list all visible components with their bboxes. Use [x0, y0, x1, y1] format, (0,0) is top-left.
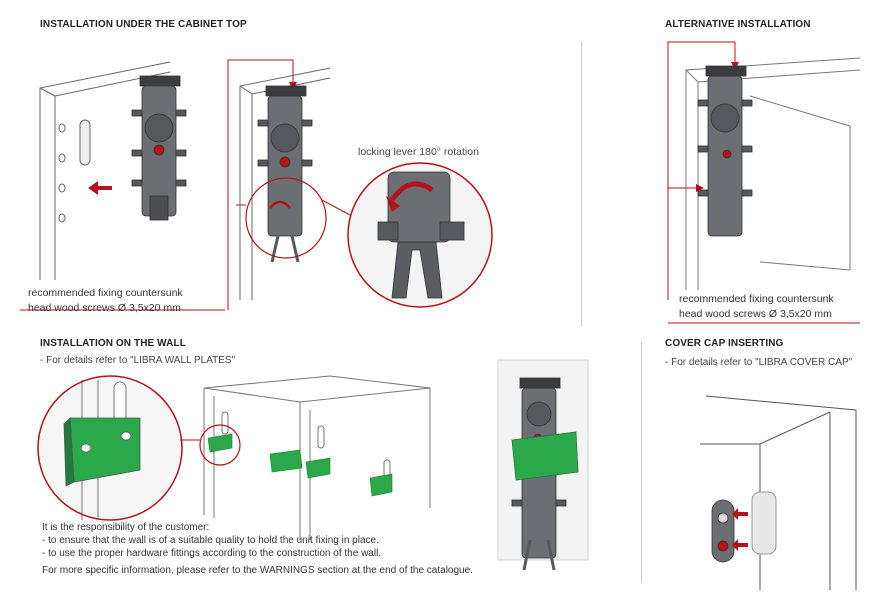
wall-plates-note: - For details refer to "LIBRA WALL PLATE…: [40, 355, 236, 366]
alternative-cabinet: [685, 57, 861, 290]
section-title-alternative: ALTERNATIVE INSTALLATION: [665, 19, 811, 30]
cabinet-top-illustration: [20, 59, 493, 311]
detail-circle-small: [245, 177, 327, 259]
wall-plates: [207, 433, 393, 497]
lever-rotation-arrow-icon: [389, 181, 434, 202]
cabinet-corner: [239, 67, 331, 300]
wall-hanger-bracket: [497, 359, 589, 571]
cover-cap-note: - For details refer to "LIBRA COVER CAP": [665, 357, 853, 368]
section-title-cover-cap: COVER CAP INSERTING: [665, 338, 784, 349]
screws-note-line1: recommended fixing countersunk: [28, 287, 183, 299]
rotation-arrow-icon: [269, 200, 291, 209]
screws-note-alternative: recommended fixing countersunk head wood…: [679, 292, 834, 322]
wall-cabinets: [203, 375, 431, 540]
wall-illustration: [37, 359, 589, 571]
cabinet-side-panel: [39, 61, 171, 280]
hanger-bracket-2: [257, 85, 313, 263]
section-divider: [581, 42, 582, 327]
wall-plate-detail: [63, 380, 141, 520]
alternative-illustration: [667, 41, 861, 324]
responsibility-line4: For more specific information, please re…: [42, 565, 473, 576]
lever-caption: locking lever 180° rotation: [358, 146, 479, 158]
section-title-wall: INSTALLATION ON THE WALL: [40, 338, 186, 349]
cover-cap: [751, 491, 777, 555]
cover-cap-cabinet: [700, 395, 857, 590]
cover-cap-arrow-icon: [732, 508, 748, 520]
direction-arrow-icon: [88, 181, 112, 195]
screws-note-alt-line2: head wood screws Ø 3,5x20 mm: [679, 308, 832, 320]
screws-note-cabinet-top: recommended fixing countersunk head wood…: [28, 286, 183, 316]
hanger-bracket-1: [131, 75, 187, 221]
responsibility-line3: - to use the proper hardware fittings ac…: [42, 548, 382, 559]
section-divider-lower: [641, 342, 642, 582]
responsibility-line2: - to ensure that the wall is of a suitab…: [42, 535, 379, 546]
screws-note-alt-line1: recommended fixing countersunk: [679, 293, 834, 305]
wall-plate-callout-circle: [199, 424, 241, 466]
cover-cap-arrow-icon-2: [732, 539, 748, 551]
section-title-cabinet-top: INSTALLATION UNDER THE CABINET TOP: [40, 19, 247, 30]
responsibility-text: It is the responsibility of the customer…: [42, 521, 473, 577]
alt-hanger-bracket: [697, 65, 753, 237]
cover-cap-hanger: [711, 499, 735, 563]
responsibility-line1: It is the responsibility of the customer…: [42, 522, 210, 533]
screws-note-line2: head wood screws Ø 3,5x20 mm: [28, 302, 181, 314]
